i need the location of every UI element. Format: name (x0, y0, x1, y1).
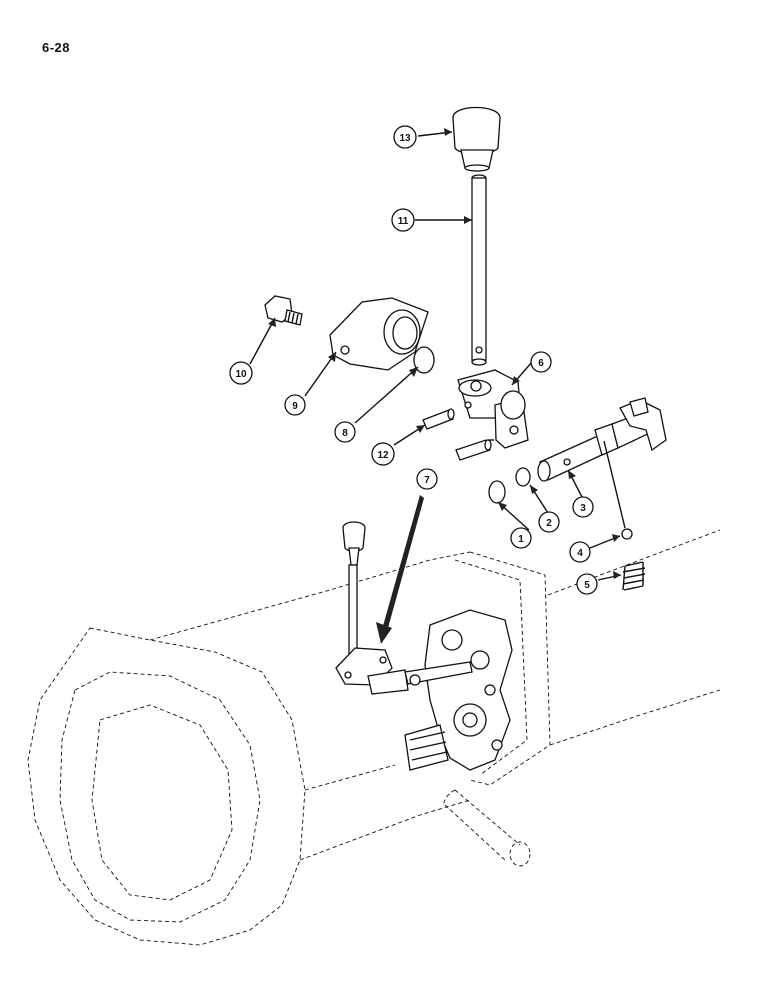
part-12-pin (422, 408, 455, 430)
svg-text:12: 12 (377, 450, 389, 461)
callout-6: 6 (530, 351, 552, 373)
callout-1: 1 (510, 527, 532, 549)
svg-text:3: 3 (580, 503, 586, 514)
svg-text:9: 9 (292, 401, 298, 412)
install-arrow (376, 495, 424, 644)
transmission-housing (27, 529, 721, 946)
part-8-o-ring (413, 346, 435, 374)
part-13-knob (452, 106, 501, 172)
svg-text:1: 1 (518, 534, 524, 545)
svg-text:4: 4 (577, 548, 583, 559)
leader-lines (249, 128, 626, 581)
installed-shift-lever (335, 521, 473, 695)
svg-text:6: 6 (538, 358, 544, 369)
callout-4: 4 (569, 541, 591, 563)
callout-12: 12 (371, 442, 395, 466)
callout-7: 7 (416, 468, 438, 490)
callout-5: 5 (576, 573, 598, 595)
part-9-flange-housing (329, 297, 429, 371)
callout-2: 2 (538, 511, 560, 533)
part-5-spring (622, 561, 646, 591)
part-2-snap-ring (515, 467, 531, 487)
callout-10: 10 (229, 361, 253, 385)
svg-text:2: 2 (546, 518, 552, 529)
part-11-lever-rod (471, 174, 487, 366)
svg-text:8: 8 (342, 428, 348, 439)
svg-text:11: 11 (398, 216, 409, 227)
part-3-shift-shaft (537, 397, 667, 482)
part-10-bolt (264, 295, 303, 326)
shift-cover-assembly (404, 609, 513, 771)
svg-text:5: 5 (584, 580, 590, 591)
callout-8: 8 (334, 421, 356, 443)
svg-text:7: 7 (424, 475, 430, 486)
part-1-washer (488, 480, 506, 504)
part-4-ball (621, 528, 633, 540)
callout-9: 9 (284, 394, 306, 416)
callout-11: 11 (391, 208, 415, 232)
callout-13: 13 (393, 125, 417, 149)
page-number: 6-28 (42, 40, 71, 55)
callout-3: 3 (572, 496, 594, 518)
svg-text:10: 10 (235, 369, 247, 380)
part-6-lever-block (457, 369, 529, 449)
part-7-pin (455, 439, 494, 461)
svg-text:13: 13 (399, 133, 411, 144)
